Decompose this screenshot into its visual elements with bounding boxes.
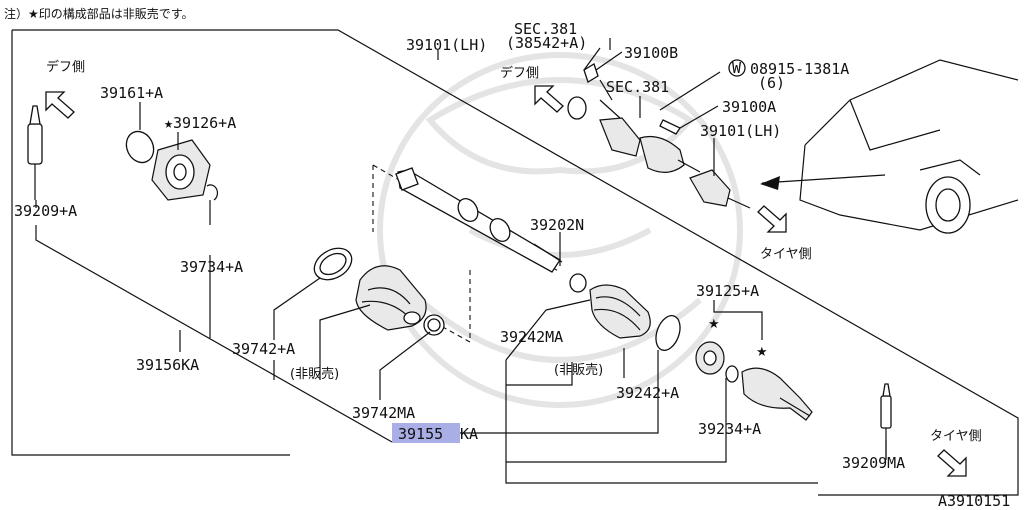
- label-39242a[interactable]: 39242+A: [616, 384, 679, 402]
- figure-id: A3910151: [938, 492, 1010, 510]
- shaft-39202n[interactable]: [395, 167, 563, 273]
- label-39734a[interactable]: 39734+A: [180, 258, 243, 276]
- label-39742ma[interactable]: 39742MA: [352, 404, 415, 422]
- label-39209ma[interactable]: 39209MA: [842, 454, 905, 472]
- label-tire-mid: タイヤ側: [760, 247, 812, 262]
- label-39202n[interactable]: 39202N: [530, 216, 584, 234]
- label-nonsale-2: (非販売): [554, 362, 603, 378]
- label-39234a[interactable]: 39234+A: [698, 420, 761, 438]
- label-39209a[interactable]: 39209+A: [14, 202, 77, 220]
- star-mark-2: ★: [756, 345, 768, 360]
- arrow-diff-mid: [534, 85, 564, 113]
- label-39126a[interactable]: ★39126+A: [164, 114, 236, 132]
- housing-39126a[interactable]: [151, 139, 211, 201]
- star-mark-1: ★: [708, 317, 720, 332]
- label-nonsale-1: (非販売): [290, 366, 339, 382]
- label-39101lh[interactable]: 39101(LH): [700, 122, 781, 140]
- label-39155-highlight[interactable]: 39155: [398, 425, 443, 443]
- label-39101lh-top[interactable]: 39101(LH): [406, 36, 487, 54]
- band-39742a[interactable]: [309, 242, 358, 286]
- label-39100a[interactable]: 39100A: [722, 98, 776, 116]
- pointer-arrow: [760, 174, 886, 190]
- joint-39125a[interactable]: [695, 341, 739, 383]
- snap-ring-39734a[interactable]: [206, 184, 219, 201]
- label-08915[interactable]: 08915-1381A: [750, 60, 849, 78]
- boot-inner[interactable]: [355, 265, 427, 331]
- band-39742ma[interactable]: [423, 314, 445, 336]
- arrow-diff-left: [45, 91, 75, 119]
- label-washer-mark: W: [732, 59, 742, 77]
- label-39156ka[interactable]: 39156KA: [136, 356, 199, 374]
- label-38542a[interactable]: (38542+A): [506, 34, 587, 52]
- hub-assembly-top[interactable]: [567, 63, 751, 209]
- note-text: 注）★印の構成部品は非販売です。: [4, 6, 194, 21]
- label-39242ma[interactable]: 39242MA: [500, 328, 563, 346]
- outer-joint-39234a[interactable]: [741, 367, 813, 421]
- bolt-39100a[interactable]: [659, 119, 681, 135]
- label-39125a[interactable]: 39125+A: [696, 282, 759, 300]
- label-sec381-a[interactable]: SEC.381: [514, 20, 577, 38]
- boot-outer[interactable]: [589, 284, 651, 339]
- frame: [11, 29, 1019, 496]
- highlight-39155: [392, 423, 460, 443]
- label-39155-tail: KA: [460, 425, 478, 443]
- label-sec381-b[interactable]: SEC.381: [606, 78, 669, 96]
- washer-mark-icon: [728, 59, 746, 77]
- car-silhouette: [799, 59, 1019, 234]
- label-39100b[interactable]: 39100B: [624, 44, 678, 62]
- grease-tube-39209a[interactable]: [27, 105, 43, 200]
- cap-39161a[interactable]: [121, 127, 158, 167]
- grease-tube-39209ma[interactable]: [880, 383, 892, 460]
- leader-lines: [35, 38, 887, 484]
- label-tire-right: タイヤ側: [930, 429, 982, 444]
- arrow-tire-right: [937, 449, 967, 477]
- arrow-tire-mid: [757, 205, 787, 233]
- label-08915-qty: (6): [758, 74, 785, 92]
- band-small-mid[interactable]: [569, 273, 587, 293]
- label-diff-left: デフ側: [46, 59, 85, 75]
- label-39742a[interactable]: 39742+A: [232, 340, 295, 358]
- label-39161a[interactable]: 39161+A: [100, 84, 163, 102]
- label-diff-mid: デフ側: [500, 65, 539, 81]
- band-39242a[interactable]: [652, 312, 685, 353]
